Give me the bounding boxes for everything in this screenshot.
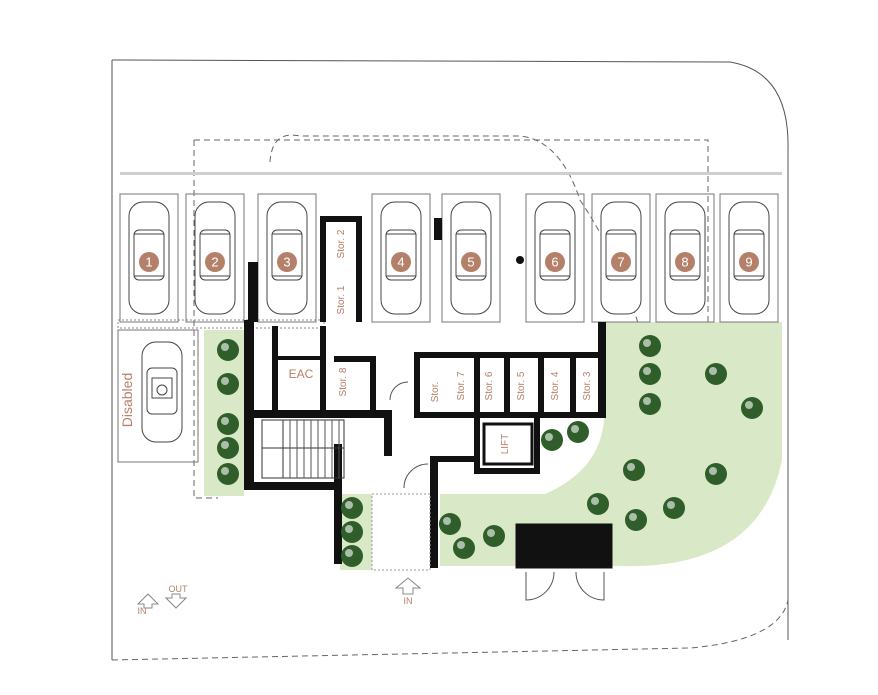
lift-label: LIFT [500, 434, 511, 455]
entry-door-arc [575, 571, 605, 601]
eac-label: EAC [289, 367, 314, 381]
svg-text:5: 5 [467, 255, 474, 270]
stall-number: 5 [461, 252, 481, 272]
tree-icon [625, 509, 647, 531]
storage-label: Stor. 7 [456, 371, 467, 400]
tree-icon [705, 463, 727, 485]
disabled-label: Disabled [119, 373, 135, 427]
stall-number: 3 [277, 252, 297, 272]
tree-icon [217, 463, 239, 485]
tree-icon [217, 339, 239, 361]
building-walls [244, 216, 613, 569]
ramp-hatch [371, 493, 431, 571]
stall-number: 7 [611, 252, 631, 272]
parking-stall [525, 193, 585, 323]
tree-icon [663, 497, 685, 519]
svg-text:7: 7 [617, 255, 624, 270]
garden-right [440, 322, 782, 567]
svg-text:2: 2 [211, 255, 218, 270]
storage-labels: Stor. 1 Stor. 2 Stor. 8 Stor. Stor. 7 Stor. 6… [336, 229, 593, 402]
parking-stall [119, 193, 179, 323]
tree-icon [741, 397, 763, 419]
svg-text:4: 4 [397, 255, 404, 270]
storage-label: Stor. 2 [336, 229, 347, 258]
stall-number: 6 [545, 252, 565, 272]
svg-text:1: 1 [145, 255, 152, 270]
parking-divider [117, 319, 325, 329]
svg-text:8: 8 [681, 255, 688, 270]
storage-label: Stor. 5 [516, 371, 527, 400]
parking-stall [371, 193, 431, 323]
tree-icon [639, 335, 661, 357]
svg-text:6: 6 [551, 255, 558, 270]
tree-icon [341, 545, 363, 567]
storage-label: Stor. 4 [550, 371, 561, 400]
storage-label: Stor. 3 [582, 371, 593, 400]
svg-text:9: 9 [745, 255, 752, 270]
tree-icon [567, 421, 589, 443]
out-label-left: OUT [169, 584, 189, 594]
door-arc [403, 463, 429, 489]
in-arrow-right [394, 577, 422, 595]
parking-stall [441, 193, 501, 323]
site-boundary [111, 59, 789, 640]
disabled-stall [117, 329, 199, 463]
wheelchair-icon [151, 377, 173, 399]
stall-number: 9 [739, 252, 759, 272]
tree-icon [483, 525, 505, 547]
tree-icon [341, 497, 363, 519]
door-arc [389, 381, 409, 401]
staircase [261, 419, 345, 479]
tree-icon [439, 513, 461, 535]
storage-label: Stor. 1 [336, 285, 347, 314]
tree-icon [453, 537, 475, 559]
entry-arrows [136, 577, 422, 609]
stall-number: 4 [391, 252, 411, 272]
storage-label: Stor. 6 [484, 371, 495, 400]
entry-door-arc [525, 571, 555, 601]
tree-icon [217, 413, 239, 435]
tree-icon [639, 363, 661, 385]
footprint-dashed [193, 139, 709, 499]
stall-numbers: 1 2 3 4 5 6 7 8 9 [139, 252, 759, 272]
tree-icon [341, 521, 363, 543]
tree-icon [217, 437, 239, 459]
lift-shaft [482, 422, 534, 466]
parking-stall [185, 193, 245, 323]
tree-icon [639, 393, 661, 415]
in-arrow-left [136, 593, 160, 609]
svg-text:3: 3 [283, 255, 290, 270]
storage-label: Stor. [430, 382, 441, 403]
tree-icon [705, 363, 727, 385]
parking-stall [655, 193, 715, 323]
tree-icon [587, 493, 609, 515]
stair-treads [289, 420, 340, 478]
parking-stall [257, 193, 317, 323]
parking-stall [591, 193, 651, 323]
bollard [516, 256, 524, 264]
tree-icon [217, 373, 239, 395]
trees [217, 335, 763, 567]
in-label-right: IN [404, 596, 413, 606]
stall-number: 2 [205, 252, 225, 272]
out-arrow-left [164, 593, 188, 609]
road-edge [120, 172, 782, 175]
site-boundary-dashed [111, 599, 789, 661]
stall-number: 1 [139, 252, 159, 272]
tree-icon [541, 429, 563, 451]
in-label-left: IN [138, 606, 147, 616]
stall-number: 8 [675, 252, 695, 272]
storage-label: Stor. 8 [338, 367, 349, 396]
tree-icon [623, 459, 645, 481]
parking-stall [719, 193, 779, 323]
